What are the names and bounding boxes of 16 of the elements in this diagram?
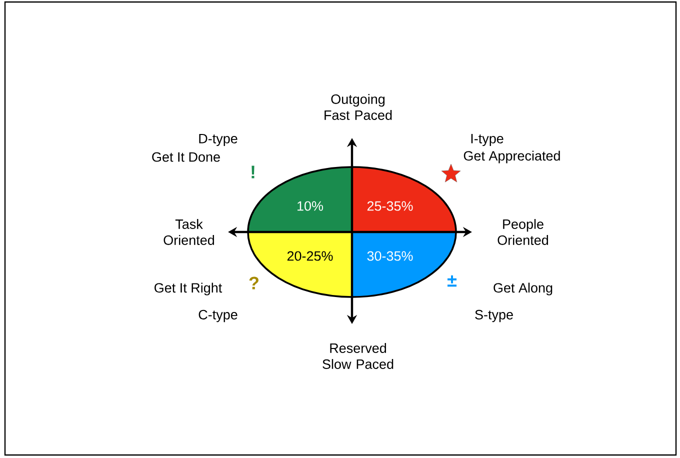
symbol-mark: ±	[448, 275, 457, 287]
type-label: I-type	[471, 134, 504, 146]
pole-label: Reserved Slow Paced	[322, 343, 394, 369]
motto-label: Get It Done	[152, 152, 220, 162]
motto-label: Get Along	[494, 282, 552, 296]
motto-label: Get Appreciated	[464, 150, 560, 164]
pole-label: People Oriented	[498, 219, 548, 245]
quadrant: 25-35%	[352, 167, 456, 232]
type-label: S-type	[475, 310, 513, 322]
symbol-mark: !	[252, 166, 254, 178]
type-label: D-type	[199, 134, 238, 146]
motto-label: Get It Right	[154, 282, 222, 296]
pole-label: Task Oriented	[164, 219, 214, 245]
type-label: C-type	[198, 310, 238, 322]
symbol-mark: ?	[249, 276, 258, 290]
pole-label: Outgoing Fast Paced	[324, 94, 392, 120]
